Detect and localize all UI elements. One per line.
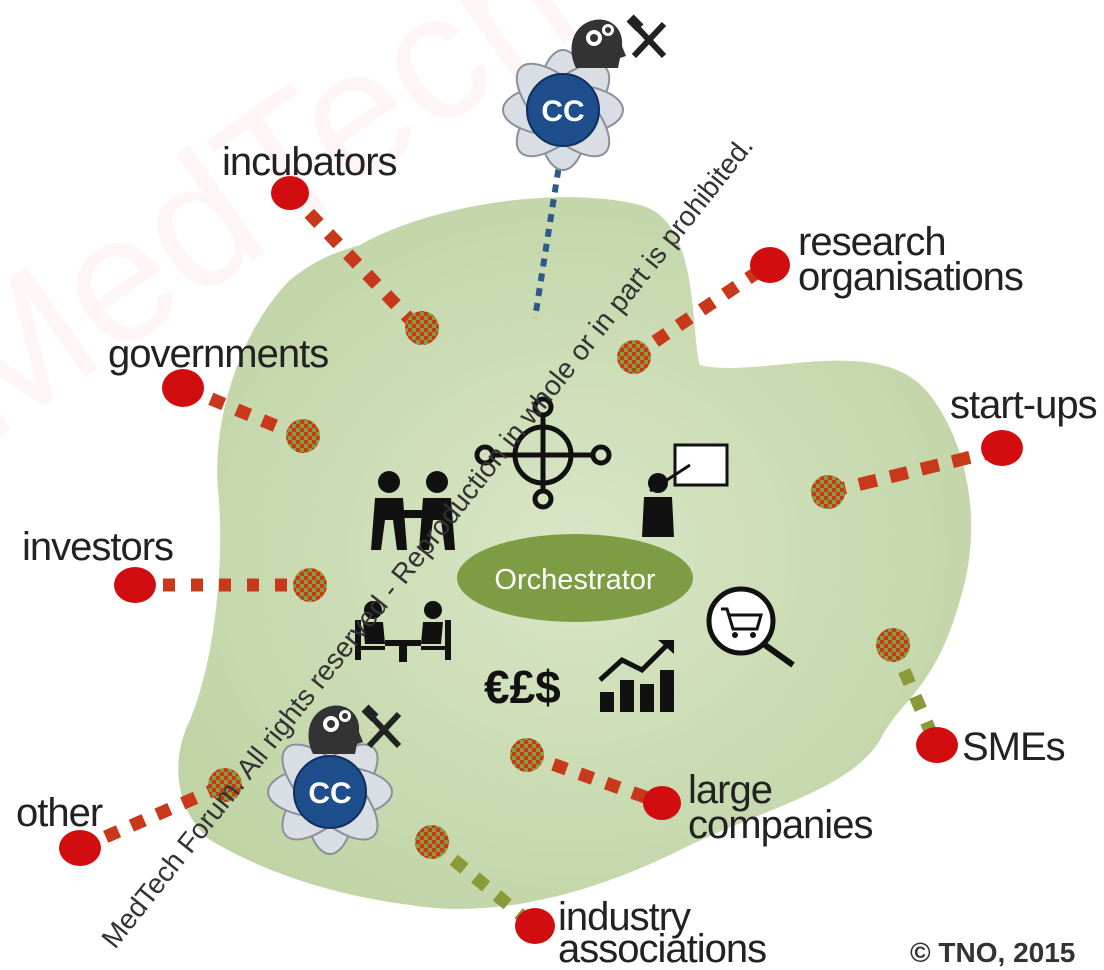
growth-chart-icon (598, 640, 674, 712)
orchestrator-hub (457, 534, 693, 622)
network-hub-icon (474, 396, 612, 510)
tools-icon (626, 14, 667, 59)
junction-incubators (405, 311, 439, 345)
cc-top: CC (502, 14, 667, 171)
currency-icon: €£$ (484, 661, 561, 713)
junction-smes (876, 628, 910, 662)
label-investors: investors (22, 525, 173, 569)
junctions (208, 311, 910, 859)
shopping-cart-search-icon (706, 586, 795, 668)
junction-research (617, 340, 651, 374)
stakeholder-labels: incubators research organisations govern… (16, 140, 1098, 970)
label-research-2: organisations (798, 255, 1023, 299)
connector-large (524, 748, 665, 810)
node-smes (916, 727, 958, 763)
svg-text:€£$: €£$ (484, 661, 561, 713)
label-large-1: large (688, 768, 772, 812)
connector-smes (887, 642, 941, 745)
label-governments: governments (108, 332, 328, 376)
label-research-1: research (798, 220, 946, 264)
junction-governments (286, 419, 320, 453)
label-industry-2: associations (558, 927, 766, 970)
label-other: other (16, 791, 103, 835)
node-startups (981, 430, 1023, 466)
label-startups: start-ups (950, 383, 1097, 427)
connector-incubators (285, 188, 423, 333)
cc-top-badge (526, 73, 600, 147)
cc-bottom: CC (267, 704, 402, 855)
cc-top-label: CC (541, 95, 584, 128)
stakeholder-nodes (59, 176, 1023, 944)
cc-bottom-label: CC (308, 777, 351, 810)
label-industry-1: industry (558, 895, 691, 939)
node-large (643, 786, 681, 820)
label-smes: SMEs (962, 725, 1065, 769)
gear-head-icon (308, 705, 363, 754)
node-industry (515, 908, 555, 944)
handshake-icon (371, 471, 455, 550)
node-investors (114, 567, 156, 603)
orchestrator-label: Orchestrator (494, 564, 655, 596)
cc-bottom-badge (293, 755, 367, 829)
presentation-icon (642, 443, 729, 537)
connector-industry (427, 836, 538, 931)
connector-governments (182, 382, 303, 442)
gear-head-icon (571, 19, 626, 68)
junction-startups (811, 475, 845, 509)
node-research (750, 247, 790, 283)
label-incubators: incubators (222, 140, 397, 184)
junction-large (510, 738, 544, 772)
node-governments (162, 369, 204, 407)
junction-other (208, 768, 242, 802)
junction-industry (415, 825, 449, 859)
tools-icon (361, 704, 402, 749)
junction-investors (293, 568, 327, 602)
connectors (77, 139, 1002, 931)
meeting-table-icon (355, 601, 451, 662)
label-large-2: companies (688, 803, 872, 847)
node-incubators (271, 176, 309, 210)
node-other (59, 830, 101, 866)
copyright-notice: © TNO, 2015 (910, 937, 1075, 968)
